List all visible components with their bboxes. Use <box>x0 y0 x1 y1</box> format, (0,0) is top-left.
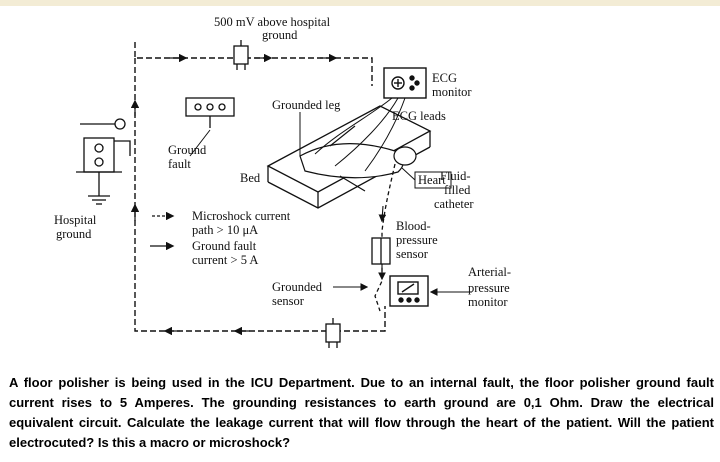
legend-ground-label-2: current > 5 A <box>192 253 258 267</box>
ground-fault-label-2: fault <box>168 157 191 171</box>
bp-sensor-label-3: sensor <box>396 247 429 261</box>
potential-label-2: ground <box>262 28 298 42</box>
fluid-label-1: Fluid- <box>440 169 471 183</box>
arterial-pressure-monitor <box>389 275 429 307</box>
ground-fault-path <box>134 42 386 332</box>
arterial-label-3: monitor <box>468 295 508 309</box>
legend-micro-label-2: path > 10 μA <box>192 223 258 237</box>
ground-fault-device <box>185 97 235 128</box>
grounded-sensor-label-1: Grounded <box>272 280 323 294</box>
fluid-label-2: filled <box>444 183 471 197</box>
grounded-sensor-label-2: sensor <box>272 294 305 308</box>
legend-ground-label-1: Ground fault <box>192 239 257 253</box>
fault-current-arrows <box>130 53 338 336</box>
bp-sensor-label-1: Blood- <box>396 219 431 233</box>
grounded-leg-label: Grounded leg <box>272 98 341 112</box>
legend <box>150 211 175 251</box>
ecg-monitor <box>383 67 427 99</box>
heart-pointer <box>401 167 416 181</box>
fluid-label-3: catheter <box>434 197 474 211</box>
top-ground-plug <box>233 40 249 70</box>
arterial-label-1: Arterial- <box>468 265 511 279</box>
bed-label: Bed <box>240 171 261 185</box>
blood-pressure-sensor <box>371 237 391 265</box>
potential-label-1: 500 mV above hospital <box>214 15 331 29</box>
microshock-arrows <box>378 205 387 281</box>
ecg-monitor-label-2: monitor <box>432 85 472 99</box>
bp-sensor-label-2: pressure <box>396 233 438 247</box>
arterial-label-2: pressure <box>468 281 510 295</box>
ecg-leads-label: ECG leads <box>392 109 446 123</box>
question-text: A floor polisher is being used in the IC… <box>9 375 714 450</box>
microshock-diagram: 500 mV above hospital ground Hospital gr… <box>54 15 511 348</box>
heart-label: Heart <box>418 173 446 187</box>
ecg-monitor-label-1: ECG <box>432 71 457 85</box>
bottom-ground-plug <box>325 318 341 348</box>
ground-fault-label-1: Ground <box>168 143 207 157</box>
hospital-ground-outlet <box>76 118 131 205</box>
hospital-ground-label-1: Hospital <box>54 213 97 227</box>
legend-micro-label-1: Microshock current <box>192 209 291 223</box>
top-band <box>0 0 720 6</box>
ecg-leads <box>314 97 406 172</box>
hospital-ground-label-2: ground <box>56 227 92 241</box>
fault-pointer <box>189 129 211 157</box>
patient <box>299 125 417 192</box>
